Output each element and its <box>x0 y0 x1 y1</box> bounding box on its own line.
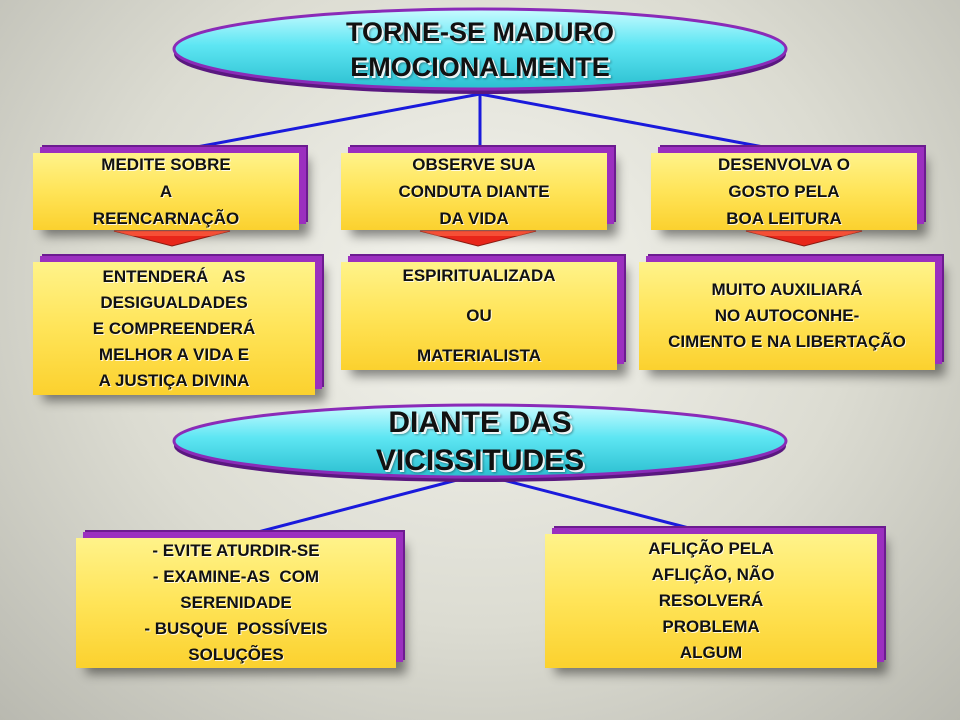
subtitle-ellipse: DIANTE DAS VICISSITUDES <box>168 398 792 486</box>
box-text-line: MUITO AUXILIARÁ <box>711 280 863 299</box>
down-arrow-icon <box>419 230 537 247</box>
box-text-line: AFLIÇÃO, NÃO <box>647 565 775 584</box>
box-text-line: - BUSQUE POSSÍVEIS <box>144 619 328 638</box>
box-text-line: SERENIDADE <box>180 593 292 612</box>
box-text-line: ALGUM <box>679 643 743 662</box>
box-text-line: DA VIDA <box>439 209 509 228</box>
subtitle-line-1: DIANTE DAS <box>388 406 572 439</box>
box-text-line: OU <box>466 306 492 325</box>
box-text-line: A JUSTIÇA DIVINA <box>98 370 250 390</box>
box-text-line: SOLUÇÕES <box>188 645 284 664</box>
connector-line <box>169 92 481 154</box>
connector-line <box>479 472 713 536</box>
box-text-line: NO AUTOCONHE- <box>714 306 860 325</box>
box-text-line: ESPIRITUALIZADA <box>402 266 556 285</box>
box-text-line: GOSTO PELA <box>728 182 840 201</box>
box-espiritualizada-materialista: ESPIRITUALIZADA OU MATERIALISTA <box>341 262 617 370</box>
box-text-line: - EXAMINE-AS COM <box>152 567 320 586</box>
box-aflicao-pela-aflicao: AFLIÇÃO PELA AFLIÇÃO, NÃO RESOLVERÁ PROB… <box>545 534 877 668</box>
box-text-line: PROBLEMA <box>662 617 760 636</box>
title-line-1: TORNE-SE MADURO <box>345 17 614 47</box>
title-line-2: EMOCIONALMENTE <box>350 52 610 82</box>
subtitle-ellipse-shape <box>172 403 788 482</box>
box-text-line: MELHOR A VIDA E <box>98 344 250 364</box>
box-evite-aturdir: - EVITE ATURDIR-SE - EXAMINE-AS COM SERE… <box>76 538 396 668</box>
box-text-line: CIMENTO E NA LIBERTAÇÃO <box>668 332 906 351</box>
box-text-line: REENCARNAÇÃO <box>92 209 240 228</box>
box-text-line: BOA LEITURA <box>726 209 842 228</box>
box-text-line: CONDUTA DIANTE <box>398 182 550 201</box>
box-muito-auxiliara: MUITO AUXILIARÁ NO AUTOCONHE- CIMENTO E … <box>639 262 935 370</box>
connector-line <box>479 92 791 154</box>
box-text-line: - EVITE ATURDIR-SE <box>152 541 320 560</box>
title-ellipse: TORNE-SE MADURO EMOCIONALMENTE <box>168 2 792 98</box>
down-arrow-icon <box>113 230 231 247</box>
subtitle-line-2: VICISSITUDES <box>375 444 585 477</box>
connector-line <box>234 472 481 540</box>
box-observe-conduta: OBSERVE SUA CONDUTA DIANTE DA VIDA <box>341 153 607 230</box>
box-text-line: MATERIALISTA <box>416 346 542 365</box>
box-desenvolva-gosto: DESENVOLVA O GOSTO PELA BOA LEITURA <box>651 153 917 230</box>
box-text-line: RESOLVERÁ <box>658 591 764 610</box>
box-text-line: AFLIÇÃO PELA <box>648 539 774 558</box>
box-text-line: OBSERVE SUA <box>412 155 536 174</box>
box-text-line: MEDITE SOBRE <box>101 155 231 174</box>
box-text-line: A <box>159 182 173 201</box>
box-text-line: DESENVOLVA O <box>718 155 850 174</box>
box-text-line: DESIGUALDADES <box>100 292 248 312</box>
box-medite-sobre: MEDITE SOBRE A REENCARNAÇÃO <box>33 153 299 230</box>
box-text-line: ENTENDERÁ AS <box>102 266 246 286</box>
box-text-line: E COMPREENDERÁ <box>92 318 256 338</box>
box-entendera-desigualdades: ENTENDERÁ AS DESIGUALDADES E COMPREENDER… <box>33 262 315 395</box>
title-ellipse-shape <box>172 7 788 94</box>
down-arrow-icon <box>745 230 863 247</box>
